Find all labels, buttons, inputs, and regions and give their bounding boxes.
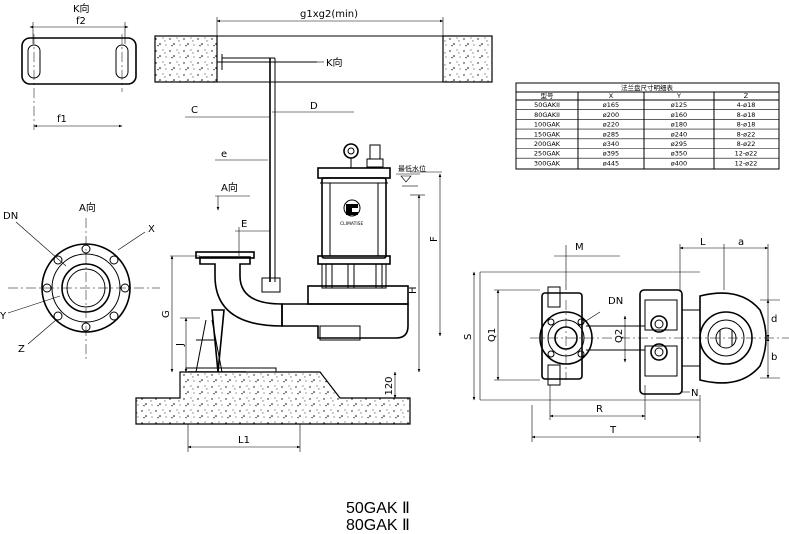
table-cell: ø400: [671, 159, 687, 167]
table-header-z: Z: [744, 92, 749, 100]
l-label: L: [700, 237, 706, 248]
table-cell: ø165: [603, 101, 619, 109]
table-cell: ø200: [603, 111, 619, 119]
dn-left-label: DN: [3, 211, 18, 222]
table-cell: 100GAK: [534, 121, 561, 129]
table-cell: 150GAK: [534, 130, 561, 138]
table-cell: 12-ø22: [735, 159, 758, 167]
model-line-1: 50GAK Ⅱ: [346, 500, 410, 517]
table-cell: 300GAK: [534, 159, 561, 167]
n-label: N: [691, 388, 698, 399]
k-view-label: K向: [73, 2, 90, 15]
table-cell: ø350: [671, 150, 687, 158]
q2-label: Q2: [614, 329, 625, 343]
floor-slab: [135, 371, 411, 425]
table-cell: 8-ø18: [737, 121, 756, 129]
t-label: T: [609, 425, 617, 436]
flange-table: 法兰盘尺寸明细表 型号 X Y Z 50GAKII ø165 ø125 4-ø18 80…: [515, 82, 780, 170]
dim-120-label: 120: [384, 376, 395, 395]
x-label: X: [148, 224, 155, 235]
min-water-label: 最低水位: [398, 164, 426, 173]
table-cell: 50GAKII: [534, 101, 560, 109]
pump-side-view: CLIMATISE: [185, 54, 409, 375]
a-view-left-label: A向: [79, 201, 96, 214]
table-cell: ø220: [603, 121, 619, 129]
brand-label: CLIMATISE: [340, 221, 364, 227]
z-label: Z: [18, 344, 25, 355]
a-label: a: [738, 237, 744, 248]
k-view-plate: K向 f2 f1: [21, 2, 137, 130]
c-label: C: [191, 105, 198, 116]
j-label: J: [175, 343, 186, 347]
d-label: D: [310, 101, 318, 112]
f1-label: f1: [57, 114, 67, 125]
h-label: H: [408, 286, 419, 294]
k-view-arrow-label: K向: [326, 56, 343, 69]
table-cell: 8-ø22: [737, 140, 756, 148]
table-header-model: 型号: [541, 91, 555, 100]
table-cell: 200GAK: [534, 140, 561, 148]
b-label: b: [771, 352, 777, 363]
flange-table-title: 法兰盘尺寸明细表: [621, 83, 674, 92]
top-slab: g1xg2(min) K向: [154, 9, 493, 83]
a-view-label: A向: [221, 181, 238, 194]
dn-right-label: DN: [608, 296, 623, 307]
table-cell: ø125: [671, 101, 687, 109]
l1-label: L1: [238, 435, 250, 446]
side-view-dimensions: C D e A向 E 最低水位 F H G J 120 L1: [161, 101, 442, 452]
table-cell: ø445: [603, 159, 619, 167]
table-cell: ø180: [671, 121, 687, 129]
e-upper-label: E: [241, 219, 247, 230]
model-line-2: 80GAK Ⅱ: [346, 517, 410, 534]
g1xg2-label: g1xg2(min): [300, 9, 358, 20]
r-label: R: [596, 404, 603, 415]
f-label: F: [429, 236, 440, 242]
table-cell: 8-ø18: [737, 111, 756, 119]
table-cell: ø295: [671, 140, 687, 148]
table-cell: 8-ø22: [737, 130, 756, 138]
table-header-y: Y: [676, 92, 681, 100]
e-label: e: [221, 149, 227, 160]
table-cell: ø395: [603, 150, 619, 158]
table-cell: 80GAKII: [534, 111, 560, 119]
table-header-x: X: [609, 92, 614, 100]
table-cell: 12-ø22: [735, 150, 758, 158]
table-cell: ø160: [671, 111, 687, 119]
a-view-flange: A向 DN X Y Z: [0, 201, 160, 360]
d-small-label: d: [771, 314, 777, 325]
q1-label: Q1: [487, 328, 498, 342]
table-cell: ø285: [603, 130, 619, 138]
table-cell: 4-ø18: [737, 101, 756, 109]
s-label: S: [463, 334, 474, 340]
table-cell: ø240: [671, 130, 687, 138]
plan-view: M L a DN S Q1 Q2: [463, 237, 789, 442]
g-label: G: [161, 310, 172, 318]
m-label: M: [575, 242, 584, 253]
table-cell: ø340: [603, 140, 619, 148]
y-label: Y: [0, 311, 7, 322]
table-cell: 250GAK: [534, 150, 561, 158]
f2-label: f2: [76, 16, 86, 27]
